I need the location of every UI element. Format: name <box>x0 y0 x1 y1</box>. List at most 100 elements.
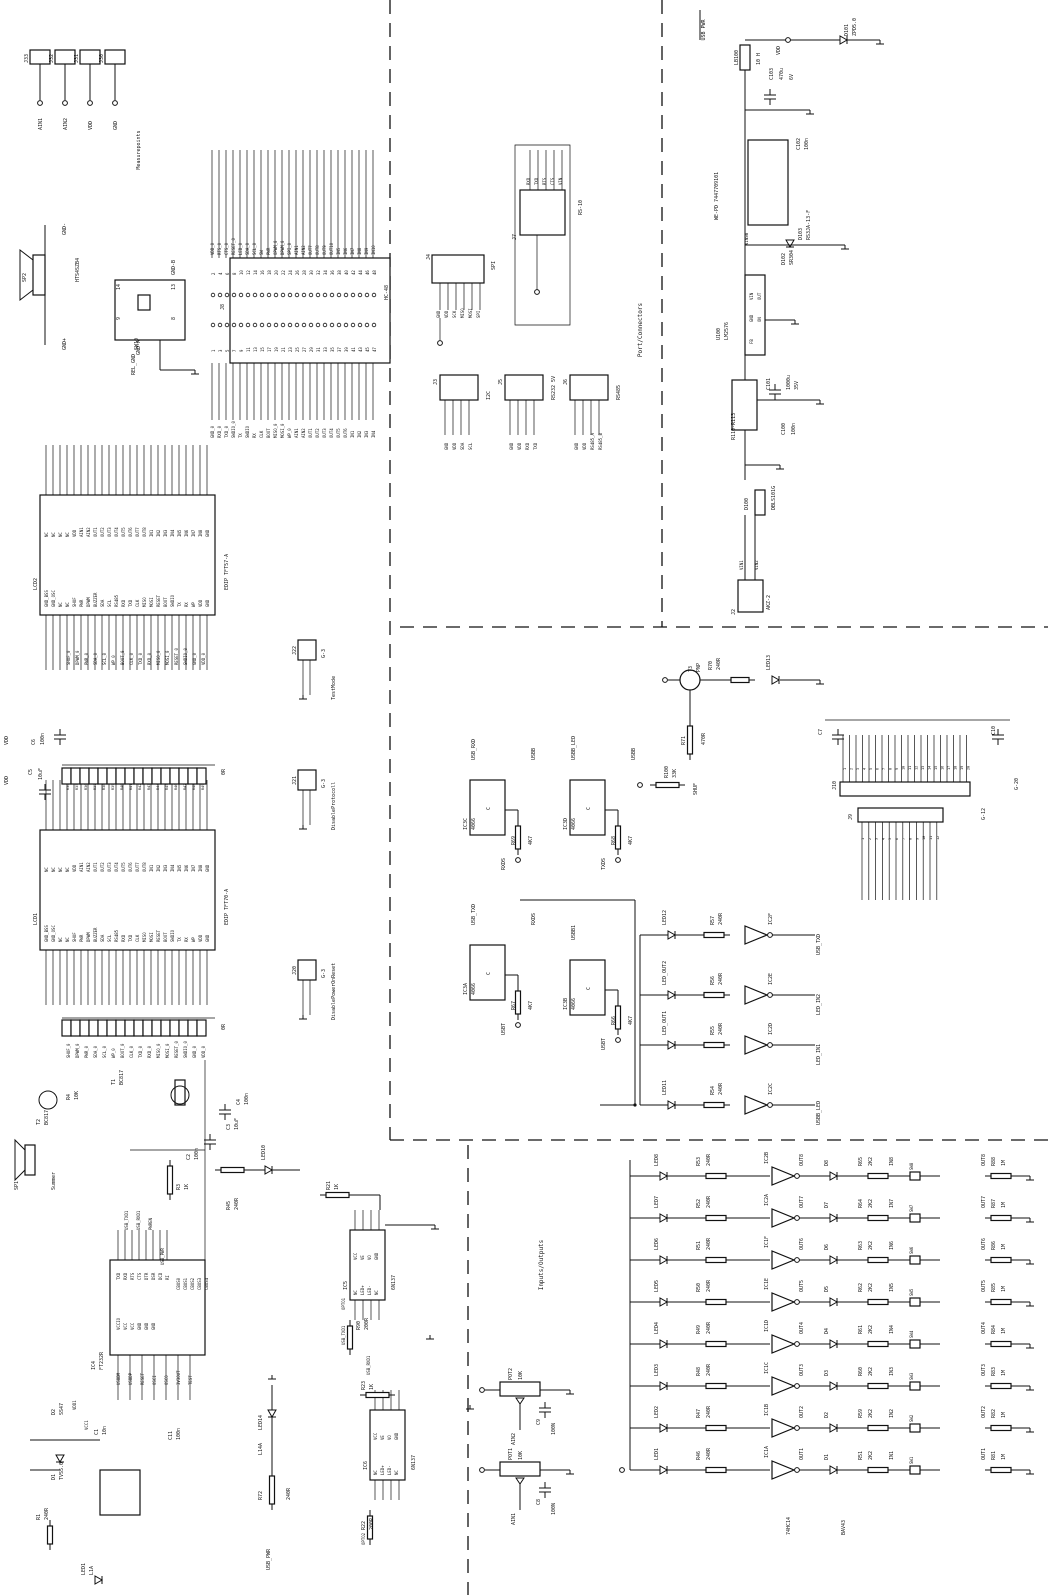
lcd1-net: SCL_0 <box>102 1045 107 1058</box>
status-led <box>667 930 677 940</box>
j9-pin: 6 <box>895 838 899 840</box>
lcd-pin-label: MOSI <box>149 597 154 607</box>
io-led <box>659 1423 669 1433</box>
j8-pad <box>287 292 293 298</box>
lcd-pin-label: OUT1 <box>93 862 98 872</box>
cap-ref: C5 <box>28 769 34 775</box>
ic4-ft232r-body <box>109 1259 206 1356</box>
io-rout-val: 1M <box>1001 1286 1007 1292</box>
lcd2-net: CLK_0 <box>129 652 134 665</box>
cap-ref: C10 <box>991 726 997 735</box>
d101 <box>839 35 849 45</box>
io-resistor <box>705 1424 727 1432</box>
lcd-pin-label: NC <box>58 602 63 607</box>
measurepoint-ref: J32 <box>49 54 55 63</box>
lcd2-net: RESET_0 <box>174 648 179 665</box>
usb-part-val: BC817 <box>44 1110 50 1125</box>
ic6-pin: VE <box>380 1435 385 1440</box>
lcd-series-resistor <box>187 1019 198 1037</box>
io-inverter <box>771 1250 796 1270</box>
inverter-bubble <box>794 1299 800 1305</box>
j8-pad <box>329 292 335 298</box>
ic5-pin: VCC <box>353 1252 358 1260</box>
io-output-resistor <box>990 1340 1012 1348</box>
lcd-pin-label: AIN1 <box>79 527 84 537</box>
j8-net: MISO_0 <box>273 423 278 438</box>
lcd1-net: RXD_0 <box>147 1045 152 1058</box>
j8-net: IN6 <box>343 247 348 255</box>
r72 <box>268 1475 276 1505</box>
resistor-array <box>731 379 758 431</box>
j8-pad <box>252 292 258 298</box>
lcd-pin-label: TX <box>177 602 182 607</box>
u100-pin: OUT <box>757 292 762 300</box>
ic3-pin: C <box>586 807 592 810</box>
j8-pad <box>280 292 286 298</box>
pot-val: 10K <box>518 1371 524 1380</box>
lcd1-net: GND_0 <box>192 1045 197 1058</box>
j22-label: TestMode <box>331 676 337 700</box>
io-diode <box>829 1255 839 1265</box>
io-led-ref: LED6 <box>654 1238 660 1250</box>
c103-val: 470u <box>779 68 785 80</box>
io-rout-val: 1M <box>1001 1412 1007 1418</box>
io-inverter <box>771 1418 796 1438</box>
io-switch <box>909 1465 921 1475</box>
ic3-res-val: 4K7 <box>528 836 534 845</box>
lcd-resistor-ref: R37 <box>93 784 97 790</box>
t2-outline <box>38 1090 58 1110</box>
inverter-bubble <box>794 1173 800 1179</box>
io-res-val: 240R <box>706 1195 712 1208</box>
j8-pad <box>294 292 300 298</box>
j8-net: AIN1 <box>294 245 299 255</box>
junction <box>633 1103 637 1107</box>
lcd-pin-label: TX <box>177 937 182 942</box>
j8-pin: 6 <box>225 272 230 275</box>
lcd1-net: BOOT_0 <box>120 1043 125 1058</box>
io-rout-val: 1M <box>1001 1202 1007 1208</box>
j8-pad <box>273 292 279 298</box>
status-net: USB_TXD <box>816 934 822 955</box>
lcd-pin-label: IN2 <box>156 529 161 537</box>
cap-ref: C7 <box>818 729 824 735</box>
ic6-part: 6N137 <box>411 1455 417 1470</box>
j8-net: TXD_0 <box>224 425 229 438</box>
j8-pin: 15 <box>260 347 265 352</box>
opto-part-val: 1K <box>369 1384 375 1390</box>
inverter-bubble <box>794 1467 800 1473</box>
lcd-pin-label: IN8 <box>198 864 203 872</box>
j8-pad <box>210 292 216 298</box>
lcd-series-resistor <box>88 1019 99 1037</box>
lcd-series-resistor <box>61 767 72 785</box>
j8-pin: 43 <box>358 347 363 352</box>
j10-pin: 5 <box>869 768 873 770</box>
j8-net: RX <box>252 433 257 438</box>
io-gate-ref: IC1B <box>764 1404 770 1416</box>
lcd-series-resistor <box>160 767 171 785</box>
j8-pin: 42 <box>351 270 356 275</box>
lcd2-net: SHUF_0 <box>66 650 71 665</box>
status-gate-ref: IC2F <box>768 913 774 925</box>
j8-part: HC-48 <box>384 285 390 300</box>
pnp-part: PNP <box>696 663 702 672</box>
j8-net: CTS_0 <box>224 242 229 255</box>
usb-part-val: 100n <box>244 1093 250 1105</box>
j10-pin: 16 <box>941 766 945 770</box>
j8-net: IN3 <box>364 430 369 438</box>
io-rin-val: 2K2 <box>868 1241 874 1250</box>
ic3-part: 4066 <box>571 998 577 1010</box>
j7-ref: J7 <box>512 234 518 240</box>
io-out-net: OUT3 <box>799 1364 805 1376</box>
j9-pin: 4 <box>881 838 885 840</box>
ic3-resistor <box>514 825 522 850</box>
j8-pin: 31 <box>316 347 321 352</box>
io-rout-ref: R84 <box>991 1325 997 1334</box>
j8-net: MOSI_0 <box>280 423 285 438</box>
j9-pin: 5 <box>888 838 892 840</box>
r71-ref: R71 <box>681 736 687 745</box>
usb-part-val: TVS5.0 <box>59 1462 65 1480</box>
j8-net: SW <box>259 250 264 255</box>
lcd-resistor-ref: R42 <box>138 784 142 790</box>
j8-pin: 33 <box>323 347 328 352</box>
lcd-pin-label: BUZZER <box>93 927 98 942</box>
